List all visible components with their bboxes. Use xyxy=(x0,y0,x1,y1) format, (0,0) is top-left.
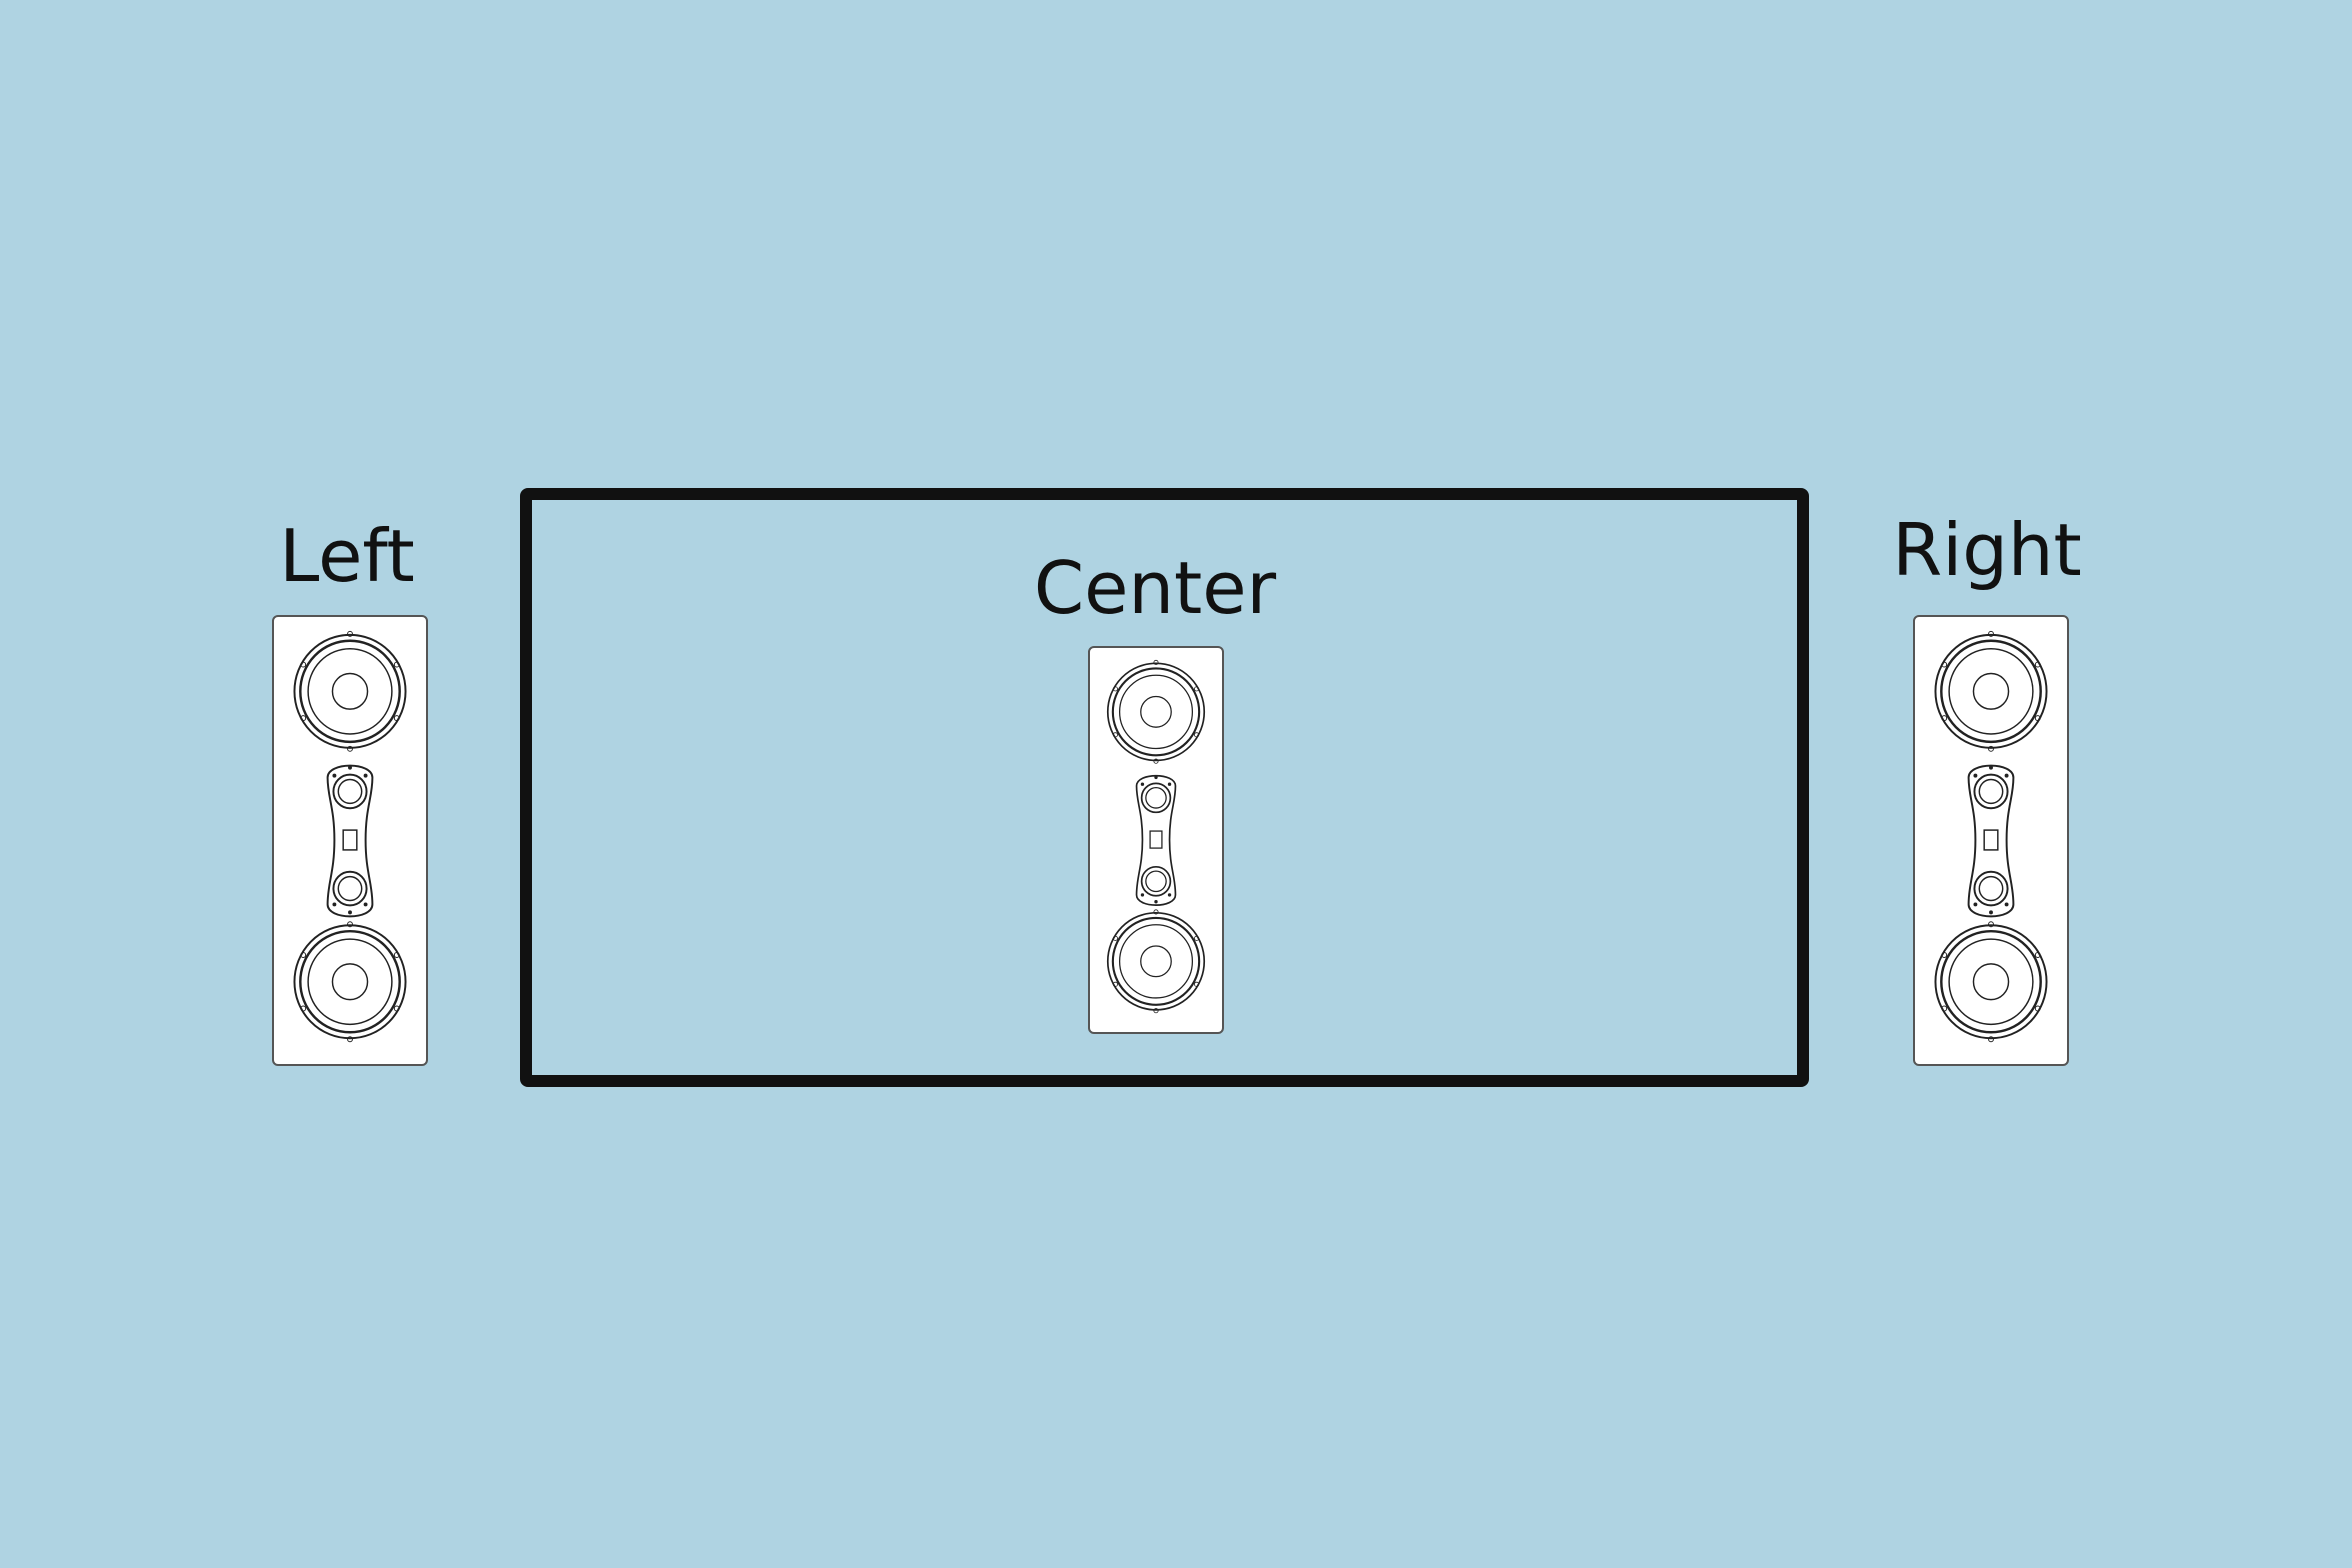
left-speaker-label: Left xyxy=(279,514,415,598)
center-speaker-icon xyxy=(1088,646,1224,1034)
right-speaker-icon xyxy=(1913,615,2069,1066)
left-speaker-icon xyxy=(272,615,428,1066)
tv-screen-outline xyxy=(520,488,1809,1087)
right-speaker-label: Right xyxy=(1892,508,2082,592)
center-speaker-label: Center xyxy=(1033,546,1277,630)
